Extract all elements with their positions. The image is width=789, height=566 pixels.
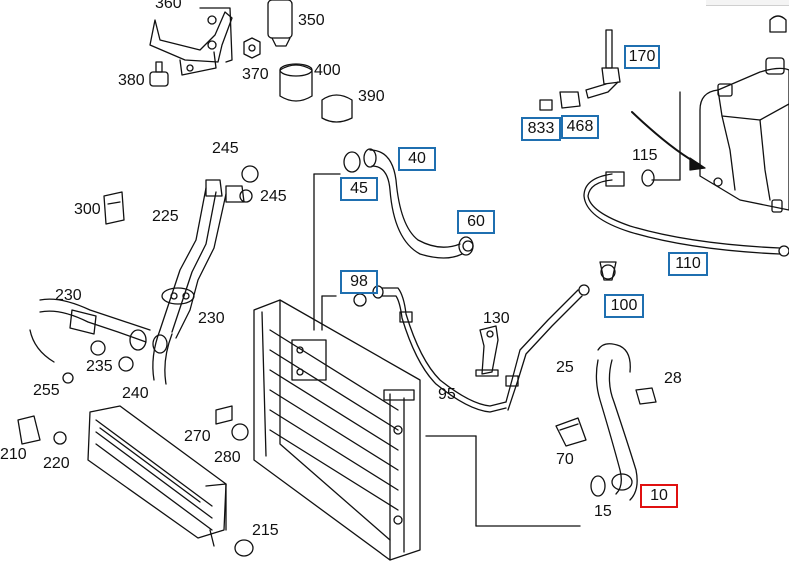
label-95: 95 — [438, 386, 456, 403]
label-400: 400 — [314, 62, 341, 79]
nut-370-drawing — [243, 37, 261, 59]
radiator-drawing — [253, 299, 421, 561]
label-225: 225 — [152, 208, 179, 225]
label-370: 370 — [242, 66, 269, 83]
pipe-95-drawing — [353, 284, 590, 413]
part-link-40[interactable]: 40 — [398, 147, 436, 171]
clip-245-drawing — [239, 165, 259, 203]
label-380: 380 — [118, 72, 145, 89]
sleeve-400-drawing — [279, 63, 313, 102]
bracket-130-drawing — [475, 325, 499, 377]
label-115: 115 — [632, 147, 658, 164]
clamp-100-drawing — [599, 261, 617, 281]
part-link-100[interactable]: 100 — [604, 294, 644, 318]
label-130: 130 — [483, 310, 510, 327]
part-link-60[interactable]: 60 — [457, 210, 495, 234]
label-210: 210 — [0, 446, 27, 463]
expansion-tank-drawing — [651, 15, 789, 213]
part-link-98[interactable]: 98 — [340, 270, 378, 294]
label-245-top: 245 — [212, 140, 239, 157]
rod-350-drawing — [267, 0, 293, 47]
sensor-170-drawing — [539, 29, 621, 111]
label-28: 28 — [664, 370, 682, 387]
label-230-right: 230 — [198, 310, 225, 327]
pipe-225-drawing — [152, 179, 245, 385]
label-390: 390 — [358, 88, 385, 105]
label-240: 240 — [122, 385, 149, 402]
label-270: 270 — [184, 428, 211, 445]
hose-40-drawing — [343, 148, 474, 259]
label-255: 255 — [33, 382, 60, 399]
label-70: 70 — [556, 451, 574, 468]
label-235: 235 — [86, 358, 113, 375]
label-220: 220 — [43, 455, 70, 472]
label-15: 15 — [594, 503, 612, 520]
pipe-230-drawing — [29, 298, 168, 363]
clip-70-drawing — [555, 417, 587, 447]
small-parts-drawing — [17, 340, 254, 557]
label-300: 300 — [74, 201, 101, 218]
part-link-468[interactable]: 468 — [561, 115, 599, 139]
hose-110-drawing — [583, 169, 789, 257]
label-25: 25 — [556, 359, 574, 376]
window-edge — [706, 0, 789, 6]
label-280: 280 — [214, 449, 241, 466]
intercooler-drawing — [87, 405, 227, 547]
part-link-170[interactable]: 170 — [624, 45, 660, 69]
part-link-45[interactable]: 45 — [340, 177, 378, 201]
label-360: 360 — [155, 0, 182, 12]
label-230-left: 230 — [55, 287, 82, 304]
label-215: 215 — [252, 522, 279, 539]
label-350: 350 — [298, 12, 325, 29]
clip-300-drawing — [103, 191, 125, 225]
part-link-833[interactable]: 833 — [521, 117, 561, 141]
clip-390-drawing — [321, 94, 353, 123]
bolt-380-drawing — [149, 61, 169, 87]
hose-10-drawing — [590, 343, 657, 501]
bracket-360-drawing — [149, 7, 233, 76]
label-245-right: 245 — [260, 188, 287, 205]
arrow-head — [689, 157, 706, 171]
part-link-10-selected[interactable]: 10 — [640, 484, 678, 508]
part-link-110[interactable]: 110 — [668, 252, 708, 276]
